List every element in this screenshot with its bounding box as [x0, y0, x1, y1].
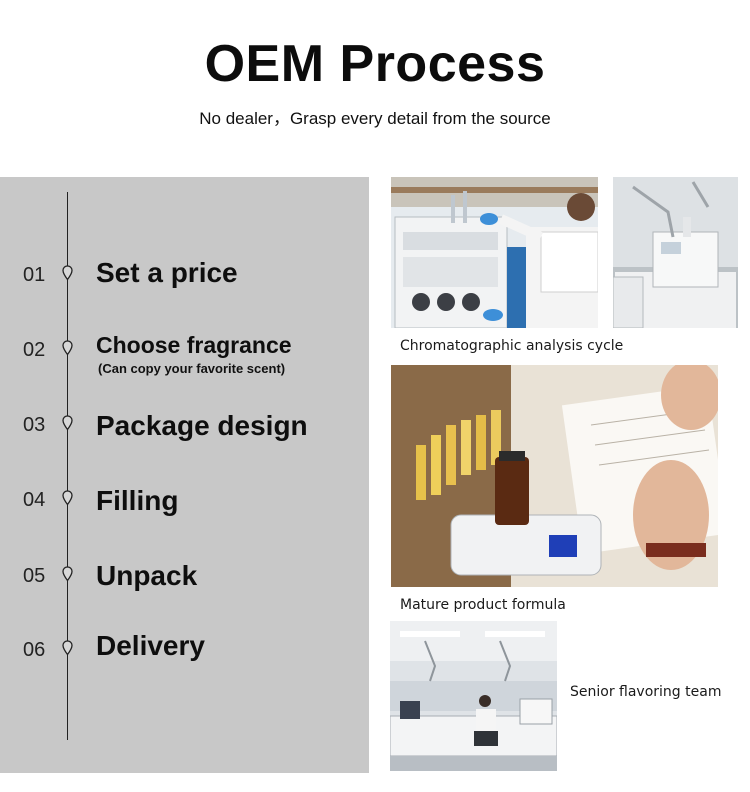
analyzer-photo: [613, 177, 738, 328]
photo-caption: Senior flavoring team: [570, 684, 722, 700]
photo-caption: Mature product formula: [400, 597, 566, 613]
location-pin-icon: [62, 566, 73, 582]
location-pin-icon: [62, 640, 73, 656]
step-label: Unpack: [96, 560, 198, 591]
step-note: (Can copy your favorite scent): [98, 361, 286, 376]
step-label: Filling: [96, 485, 179, 516]
step-number: 02: [23, 339, 46, 361]
step-number: 06: [23, 639, 46, 661]
step-label: Set a price: [96, 257, 238, 288]
step-number: 05: [23, 565, 46, 587]
step-label: Delivery: [96, 630, 205, 661]
lab-instrument-photo: [391, 177, 598, 328]
page-title: OEM Process: [204, 35, 546, 93]
timeline-line: [67, 192, 68, 740]
photo-caption: Chromatographic analysis cycle: [400, 338, 624, 354]
lab-team-photo: [390, 621, 557, 771]
page-subtitle: No dealer，Grasp every detail from the so…: [199, 109, 551, 128]
step-label: Choose fragrance: [96, 332, 292, 358]
location-pin-icon: [62, 265, 73, 281]
formula-photo: [391, 365, 718, 587]
location-pin-icon: [62, 340, 73, 356]
location-pin-icon: [62, 415, 73, 431]
step-number: 01: [23, 264, 46, 286]
step-number: 03: [23, 414, 46, 436]
location-pin-icon: [62, 490, 73, 506]
step-number: 04: [23, 489, 46, 511]
step-label: Package design: [96, 410, 308, 441]
process-panel: [0, 177, 369, 773]
